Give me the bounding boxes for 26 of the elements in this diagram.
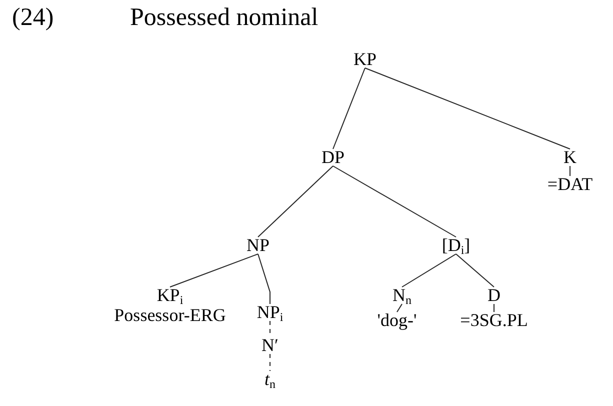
node-label: 'dog-' bbox=[377, 310, 417, 330]
node-label: =DAT bbox=[547, 174, 593, 194]
node-label: [D$_{i}$] bbox=[442, 235, 470, 255]
tree-branch bbox=[258, 254, 270, 304]
tree-branch bbox=[332, 68, 366, 150]
gloss-text: Possessor-ERG bbox=[114, 305, 226, 325]
tree-branch bbox=[456, 254, 494, 288]
tree-branch bbox=[332, 166, 456, 238]
tree-branch bbox=[170, 254, 258, 288]
tree-branch bbox=[402, 254, 456, 288]
tree-branch bbox=[258, 166, 334, 238]
tree-branch bbox=[396, 304, 402, 312]
node-label: D bbox=[488, 285, 500, 305]
node-label: t$_{n}$ bbox=[264, 369, 276, 389]
node-label: NP bbox=[246, 235, 270, 255]
node-label: N$_{n}$ bbox=[392, 285, 412, 305]
node-label: DP bbox=[322, 147, 344, 167]
node-label: NP$_{i}$ bbox=[256, 302, 284, 322]
node-label: KP$_{i}$ bbox=[156, 285, 184, 305]
node-label: K bbox=[564, 147, 576, 167]
example-number: (24) bbox=[12, 4, 54, 32]
title: Possessed nominal bbox=[130, 4, 318, 32]
node-label: =3SG.PL bbox=[460, 310, 528, 330]
tree-branch bbox=[364, 68, 570, 150]
node-label: N′ bbox=[262, 335, 278, 355]
node-label: KP bbox=[354, 49, 376, 69]
